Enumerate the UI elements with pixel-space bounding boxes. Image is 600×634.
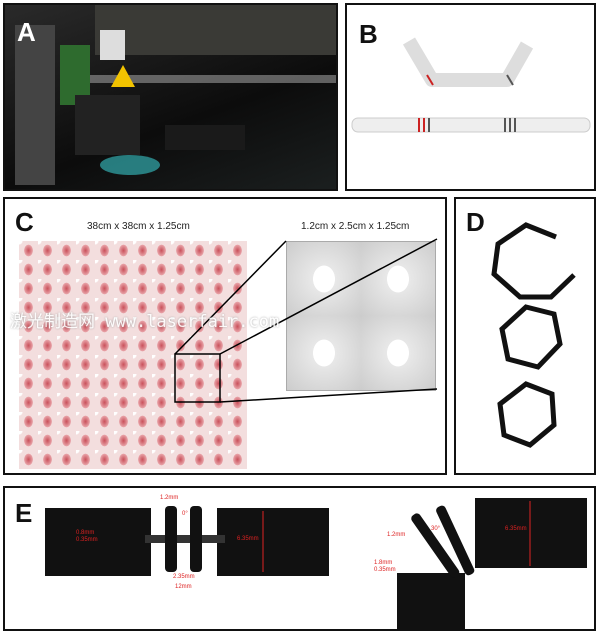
detail-dimensions-label: 1.2cm x 2.5cm x 1.25cm	[301, 221, 410, 232]
panel-label: C	[15, 207, 34, 237]
zoom-callout-lines	[174, 238, 438, 403]
height-measurement: 6.35mm	[237, 536, 259, 542]
panel-b-folded-strips: B	[345, 3, 596, 191]
panel-label: D	[466, 207, 485, 237]
panel-e-hinge-measurements: E 1.2mm 0° 0.8mm 0.35mm 6.35mm 2.35mm 12…	[3, 486, 596, 631]
angle-measurement: 0°	[182, 511, 188, 517]
lattice-detail-view	[286, 241, 436, 391]
height-measurement: 6.35mm	[505, 526, 527, 532]
width-measurement: 1.2mm	[387, 532, 406, 538]
gap-measurement: 0.35mm	[374, 567, 396, 573]
laser-cutter-illustration	[15, 5, 336, 185]
panel-label: B	[359, 19, 378, 49]
strip-illustration	[351, 37, 591, 133]
watermark: 激光制造网 www.laserfair.com	[10, 312, 280, 332]
spacing-measurement: 2.35mm	[173, 574, 195, 580]
gap-measurement: 0.8mm	[76, 530, 95, 536]
full-dimensions-label: 38cm x 38cm x 1.25cm	[87, 221, 190, 232]
hinge-illustration	[45, 498, 587, 629]
width-measurement: 1.2mm	[160, 495, 179, 501]
panel-label: A	[17, 17, 36, 47]
gap-measurement: 0.35mm	[76, 537, 98, 543]
gap-measurement: 1.8mm	[374, 560, 393, 566]
panel-d-hexagon-shapes: D	[454, 197, 596, 475]
panel-c-lattice-pattern: C 38cm x 38cm x 1.25cm 1.2cm x 2.5cm x 1…	[3, 197, 447, 475]
panel-label: E	[15, 498, 33, 528]
lattice-full-view	[19, 241, 247, 469]
angle-measurement: 30°	[431, 526, 441, 532]
panel-a-laser-cutter-photo: A	[3, 3, 338, 191]
hexagon-illustration	[491, 222, 576, 448]
length-measurement: 12mm	[175, 584, 192, 590]
